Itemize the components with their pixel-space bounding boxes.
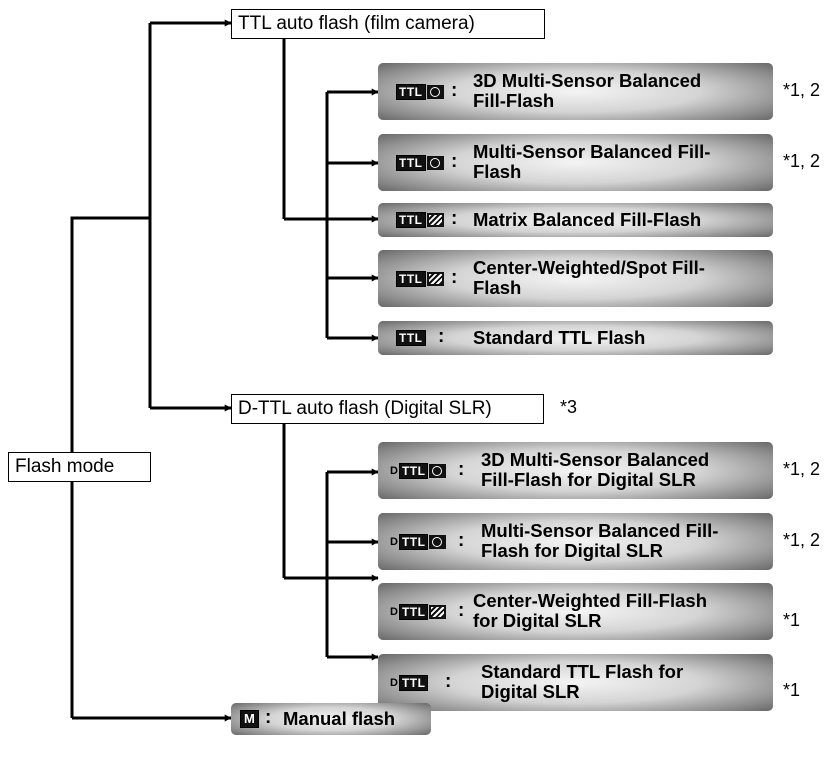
d-icon: D xyxy=(390,676,398,689)
dttl-item-multi-note: *1, 2 xyxy=(783,530,821,550)
item-line1: Standard TTL Flash xyxy=(473,327,646,348)
ttl-icon: TTL xyxy=(398,674,429,691)
item-line1: Matrix Balanced Fill-Flash xyxy=(473,209,702,230)
colon: : xyxy=(265,707,272,728)
ttl-group-box: TTL auto flash (film camera) xyxy=(231,9,545,39)
ttl-icon: TTL xyxy=(396,154,426,171)
colon: : xyxy=(458,529,465,551)
ttl-item-3d-multi: TTL : 3D Multi-Sensor Balanced Fill-Flas… xyxy=(378,63,773,120)
colon: : xyxy=(458,458,465,480)
item-line1: Multi-Sensor Balanced Fill- xyxy=(473,141,711,162)
flash-mode-label: Flash mode xyxy=(15,456,115,477)
dttl-group-box: D-TTL auto flash (Digital SLR) xyxy=(231,394,544,424)
item-line2: Flash xyxy=(473,161,522,182)
ttl-item-matrix: TTL : Matrix Balanced Fill-Flash xyxy=(378,203,773,237)
ttl-item-3d-multi-note: *1, 2 xyxy=(783,80,821,100)
multi-sensor-icon xyxy=(426,84,444,99)
ttl-icon: TTL xyxy=(398,462,429,479)
item-line2: Fill-Flash for Digital SLR xyxy=(481,469,696,490)
multi-sensor-icon xyxy=(429,463,447,478)
ttl-group-label: TTL auto flash (film camera) xyxy=(238,13,475,34)
ttl-center-symbol: TTL xyxy=(396,270,444,287)
dttl-item-3d-multi-note: *1, 2 xyxy=(783,459,821,479)
item-line2: Digital SLR xyxy=(481,681,580,702)
dttl-item-3d-multi: D TTL : 3D Multi-Sensor Balanced Fill-Fl… xyxy=(378,442,773,499)
dttl-3d-multi-symbol: D TTL xyxy=(390,462,447,479)
m-icon: M xyxy=(240,710,259,728)
ttl-icon: TTL xyxy=(396,212,426,228)
item-line2: for Digital SLR xyxy=(473,610,602,631)
dttl-item-center: D TTL : Center-Weighted Fill-Flash for D… xyxy=(378,583,773,640)
colon: : xyxy=(451,79,458,101)
d-icon: D xyxy=(390,535,398,548)
ttl-3d-multi-symbol: TTL xyxy=(396,83,444,100)
colon: : xyxy=(438,326,445,347)
dttl-item-multi: D TTL : Multi-Sensor Balanced Fill- Flas… xyxy=(378,513,773,570)
colon: : xyxy=(458,599,465,621)
ttl-icon: TTL xyxy=(398,603,429,620)
dttl-group-label: D-TTL auto flash (Digital SLR) xyxy=(238,398,492,419)
ttl-icon: TTL xyxy=(396,83,426,100)
item-line1: Multi-Sensor Balanced Fill- xyxy=(481,520,719,541)
item-line1: 3D Multi-Sensor Balanced xyxy=(473,70,702,91)
colon: : xyxy=(451,266,458,288)
ttl-icon: TTL xyxy=(396,330,426,346)
item-line2: Flash xyxy=(473,277,522,298)
item-line1: Center-Weighted Fill-Flash xyxy=(473,590,708,611)
colon: : xyxy=(451,208,458,229)
center-weighted-icon xyxy=(429,604,447,619)
manual-flash-item: M : Manual flash xyxy=(231,703,431,735)
ttl-item-multi-note: *1, 2 xyxy=(783,151,821,171)
item-line2: Fill-Flash xyxy=(473,90,555,111)
manual-flash-label: Manual flash xyxy=(283,708,396,729)
dttl-item-center-note: *1 xyxy=(783,610,801,630)
flash-mode-box: Flash mode xyxy=(8,452,151,482)
item-line1: Center-Weighted/Spot Fill- xyxy=(473,257,705,278)
item-line1: 3D Multi-Sensor Balanced xyxy=(481,449,710,470)
item-line2: Flash for Digital SLR xyxy=(481,540,663,561)
ttl-item-center: TTL : Center-Weighted/Spot Fill- Flash xyxy=(378,250,773,307)
ttl-multi-symbol: TTL xyxy=(396,154,444,171)
dttl-multi-symbol: D TTL xyxy=(390,533,447,550)
d-icon: D xyxy=(390,464,398,477)
multi-sensor-icon xyxy=(426,155,444,170)
multi-sensor-icon xyxy=(429,534,447,549)
ttl-item-multi: TTL : Multi-Sensor Balanced Fill- Flash xyxy=(378,134,773,191)
colon: : xyxy=(451,150,458,172)
dttl-item-standard-note: *1 xyxy=(783,680,801,700)
dttl-group-note: *3 xyxy=(560,397,578,417)
manual-symbol: M xyxy=(240,710,259,728)
ttl-matrix-symbol: TTL xyxy=(396,212,444,228)
dttl-standard-symbol: D TTL xyxy=(390,674,429,691)
ttl-icon: TTL xyxy=(396,270,426,287)
d-icon: D xyxy=(390,605,398,618)
dttl-item-standard: D TTL : Standard TTL Flash for Digital S… xyxy=(378,654,773,711)
item-line1: Standard TTL Flash for xyxy=(481,661,684,682)
ttl-icon: TTL xyxy=(398,533,429,550)
colon: : xyxy=(445,670,452,692)
dttl-center-symbol: D TTL xyxy=(390,603,447,620)
center-weighted-icon xyxy=(426,271,444,286)
ttl-standard-symbol: TTL xyxy=(396,330,426,346)
matrix-meter-icon xyxy=(426,213,444,227)
ttl-item-standard: TTL : Standard TTL Flash xyxy=(378,321,773,355)
